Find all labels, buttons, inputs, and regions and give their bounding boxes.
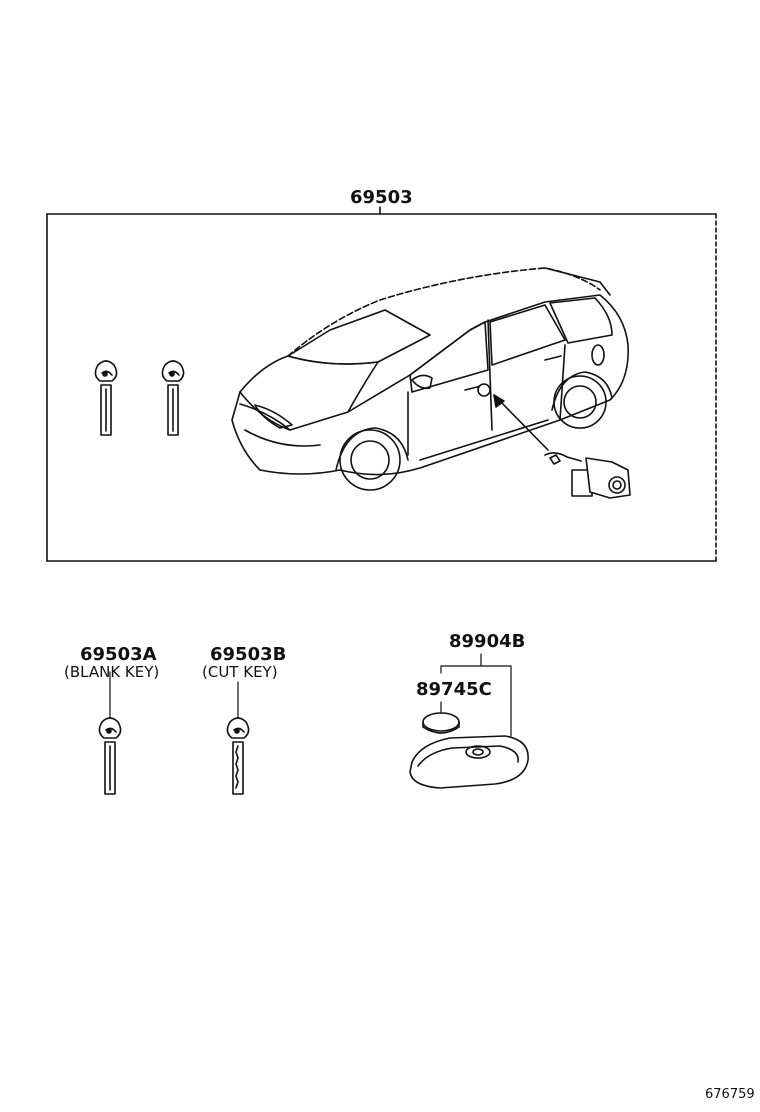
transmitter-callout-lines [440, 653, 512, 737]
blank-key-note: (BLANK KEY) [64, 663, 160, 681]
key-icon [94, 360, 118, 436]
blank-key-part-number: 69503A [80, 644, 157, 665]
car-illustration [231, 267, 629, 491]
cut-key-icon [226, 681, 250, 795]
assembly-frame [46, 206, 717, 562]
battery-part-number: 89745C [416, 679, 492, 700]
door-lock-cylinder [477, 383, 631, 499]
transmitter-part-number: 89904B [449, 631, 526, 652]
cut-key-note: (CUT KEY) [202, 663, 278, 681]
figure-number: 676759 [705, 1087, 755, 1102]
battery-icon [422, 712, 460, 734]
assembly-part-number: 69503 [350, 187, 413, 208]
key-icon [161, 360, 185, 436]
key-fob-icon [409, 735, 529, 789]
blank-key-icon [98, 671, 122, 795]
cut-key-part-number: 69503B [210, 644, 287, 665]
